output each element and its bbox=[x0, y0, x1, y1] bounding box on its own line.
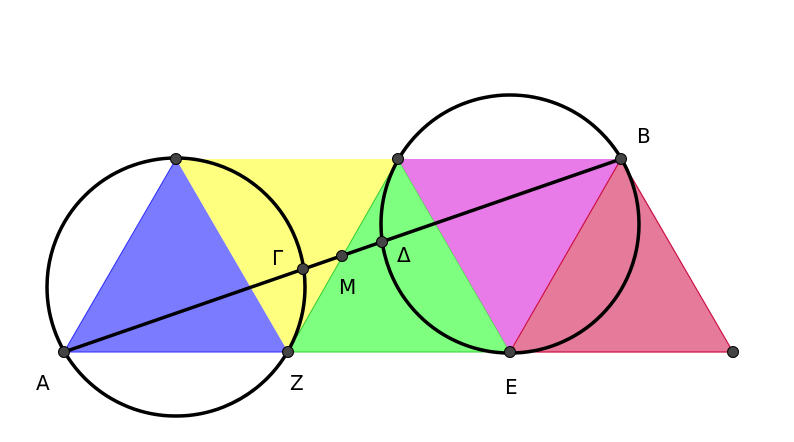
point-E bbox=[504, 346, 516, 358]
green-triangle bbox=[288, 159, 510, 352]
pink-triangle bbox=[510, 159, 733, 352]
label-B: Β bbox=[637, 124, 651, 148]
point-B bbox=[615, 153, 627, 165]
point-Gamma bbox=[297, 263, 309, 275]
label-Gamma: Γ bbox=[272, 246, 284, 270]
blue-triangle-left-edge bbox=[63, 158, 177, 353]
point-M bbox=[336, 250, 348, 262]
label-Delta: Δ bbox=[397, 243, 411, 267]
pink-triangle-edges bbox=[509, 157, 735, 353]
label-A: Α bbox=[36, 371, 50, 395]
points bbox=[58, 153, 739, 358]
point-A bbox=[58, 346, 70, 358]
label-M: Μ bbox=[339, 275, 356, 299]
label-Z: Ζ bbox=[290, 371, 304, 395]
label-E: Ε bbox=[505, 375, 518, 399]
yellow-triangle bbox=[176, 159, 398, 352]
point-Z bbox=[282, 346, 294, 358]
blue-triangle bbox=[64, 159, 288, 352]
magenta-triangle bbox=[398, 159, 621, 352]
point-top-middle bbox=[392, 153, 404, 165]
point-right-end bbox=[727, 346, 739, 358]
point-top-left bbox=[170, 153, 182, 165]
point-Delta bbox=[376, 236, 388, 248]
